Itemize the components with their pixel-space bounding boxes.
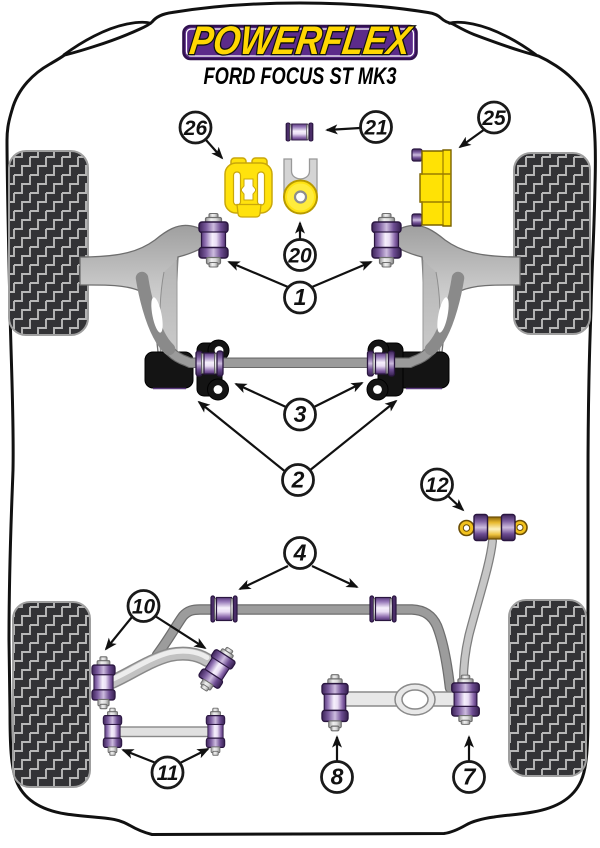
svg-text:2: 2 — [291, 467, 305, 493]
svg-text:FORD FOCUS ST MK3: FORD FOCUS ST MK3 — [204, 63, 397, 90]
svg-text:4: 4 — [293, 540, 307, 566]
svg-text:21: 21 — [363, 117, 387, 140]
svg-text:10: 10 — [132, 596, 156, 619]
svg-text:8: 8 — [331, 764, 344, 790]
svg-text:POWERFLEX: POWERFLEX — [187, 18, 415, 63]
svg-text:26: 26 — [183, 117, 208, 140]
svg-text:25: 25 — [481, 107, 506, 130]
svg-text:20: 20 — [287, 245, 312, 268]
svg-text:11: 11 — [157, 762, 179, 785]
svg-text:3: 3 — [294, 401, 307, 427]
svg-text:1: 1 — [294, 284, 307, 310]
svg-text:7: 7 — [463, 764, 477, 790]
svg-text:12: 12 — [425, 474, 449, 497]
